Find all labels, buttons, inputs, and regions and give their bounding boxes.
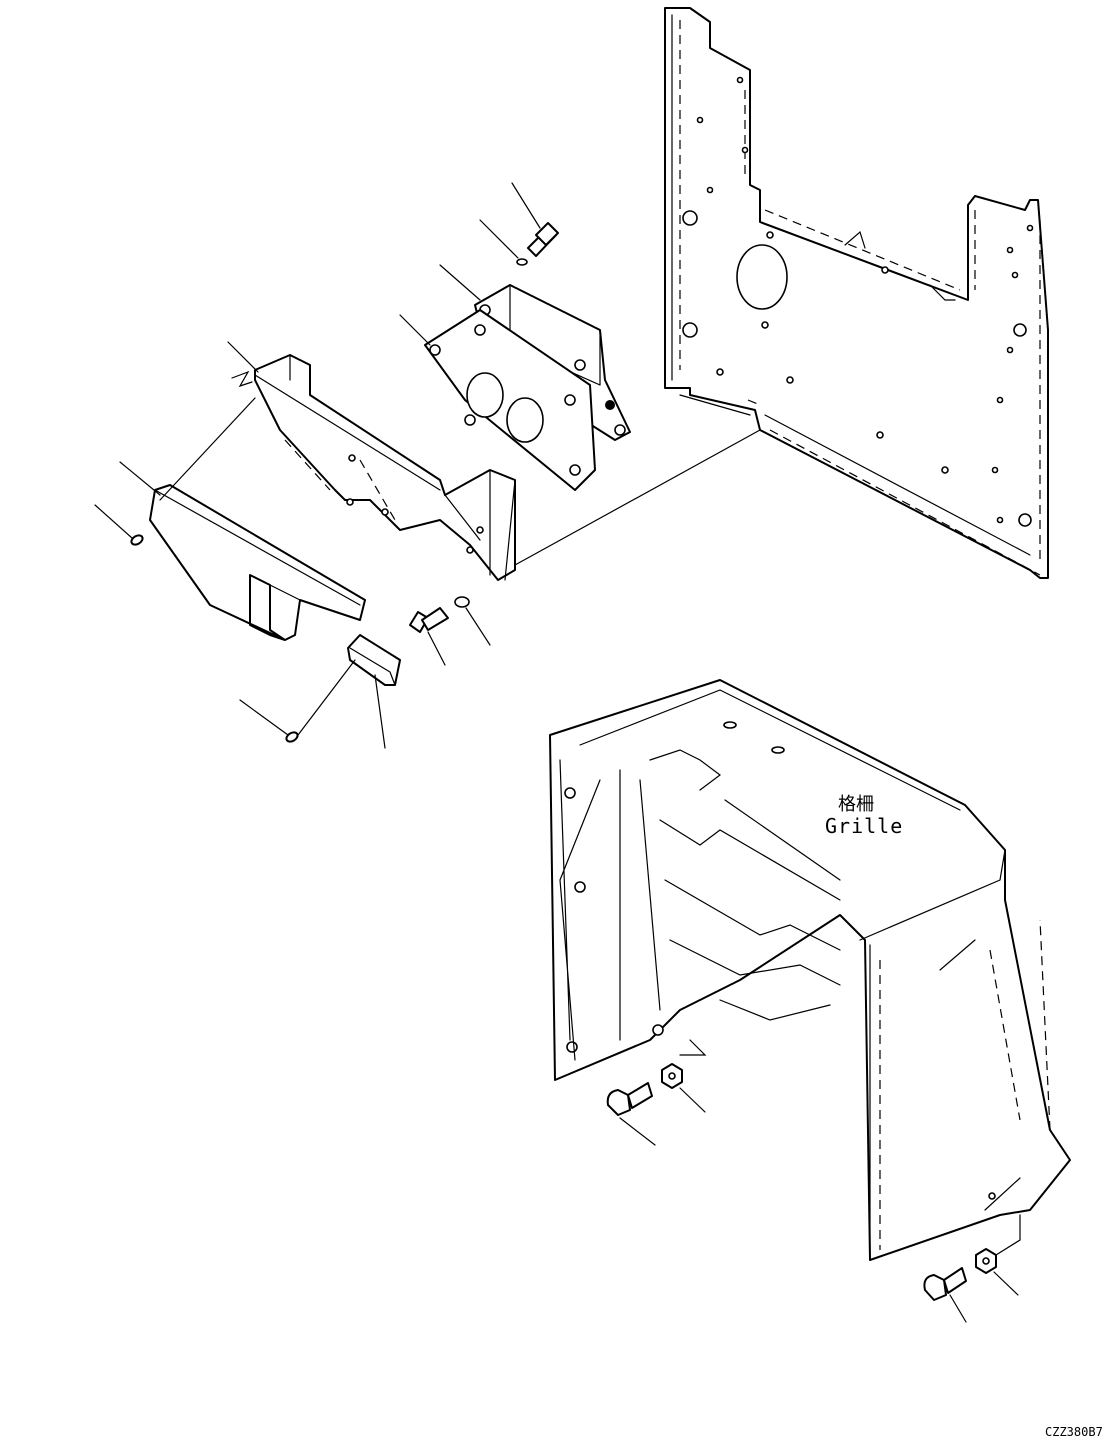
top-bolt [479,182,559,266]
clip-lower [239,699,299,743]
grille [549,679,1071,1261]
pad-small [297,634,401,749]
middle-bolt [409,596,491,666]
leader-line [514,429,761,566]
clip-upper [94,504,144,546]
grille-label-en: Grille [825,814,904,838]
grille-bolt-left [606,1082,656,1146]
grille-bolt-right [923,1267,967,1323]
drawing-code: CZZ380B7 [1045,1425,1103,1439]
bracket [227,341,516,581]
frame-plate [664,7,1049,579]
grille-nut-left [661,1039,707,1113]
grille-nut-right [975,1214,1021,1296]
grille-label-jp: 格柵 [838,794,874,815]
gasket-plate [399,309,596,491]
pad-large [119,397,366,641]
